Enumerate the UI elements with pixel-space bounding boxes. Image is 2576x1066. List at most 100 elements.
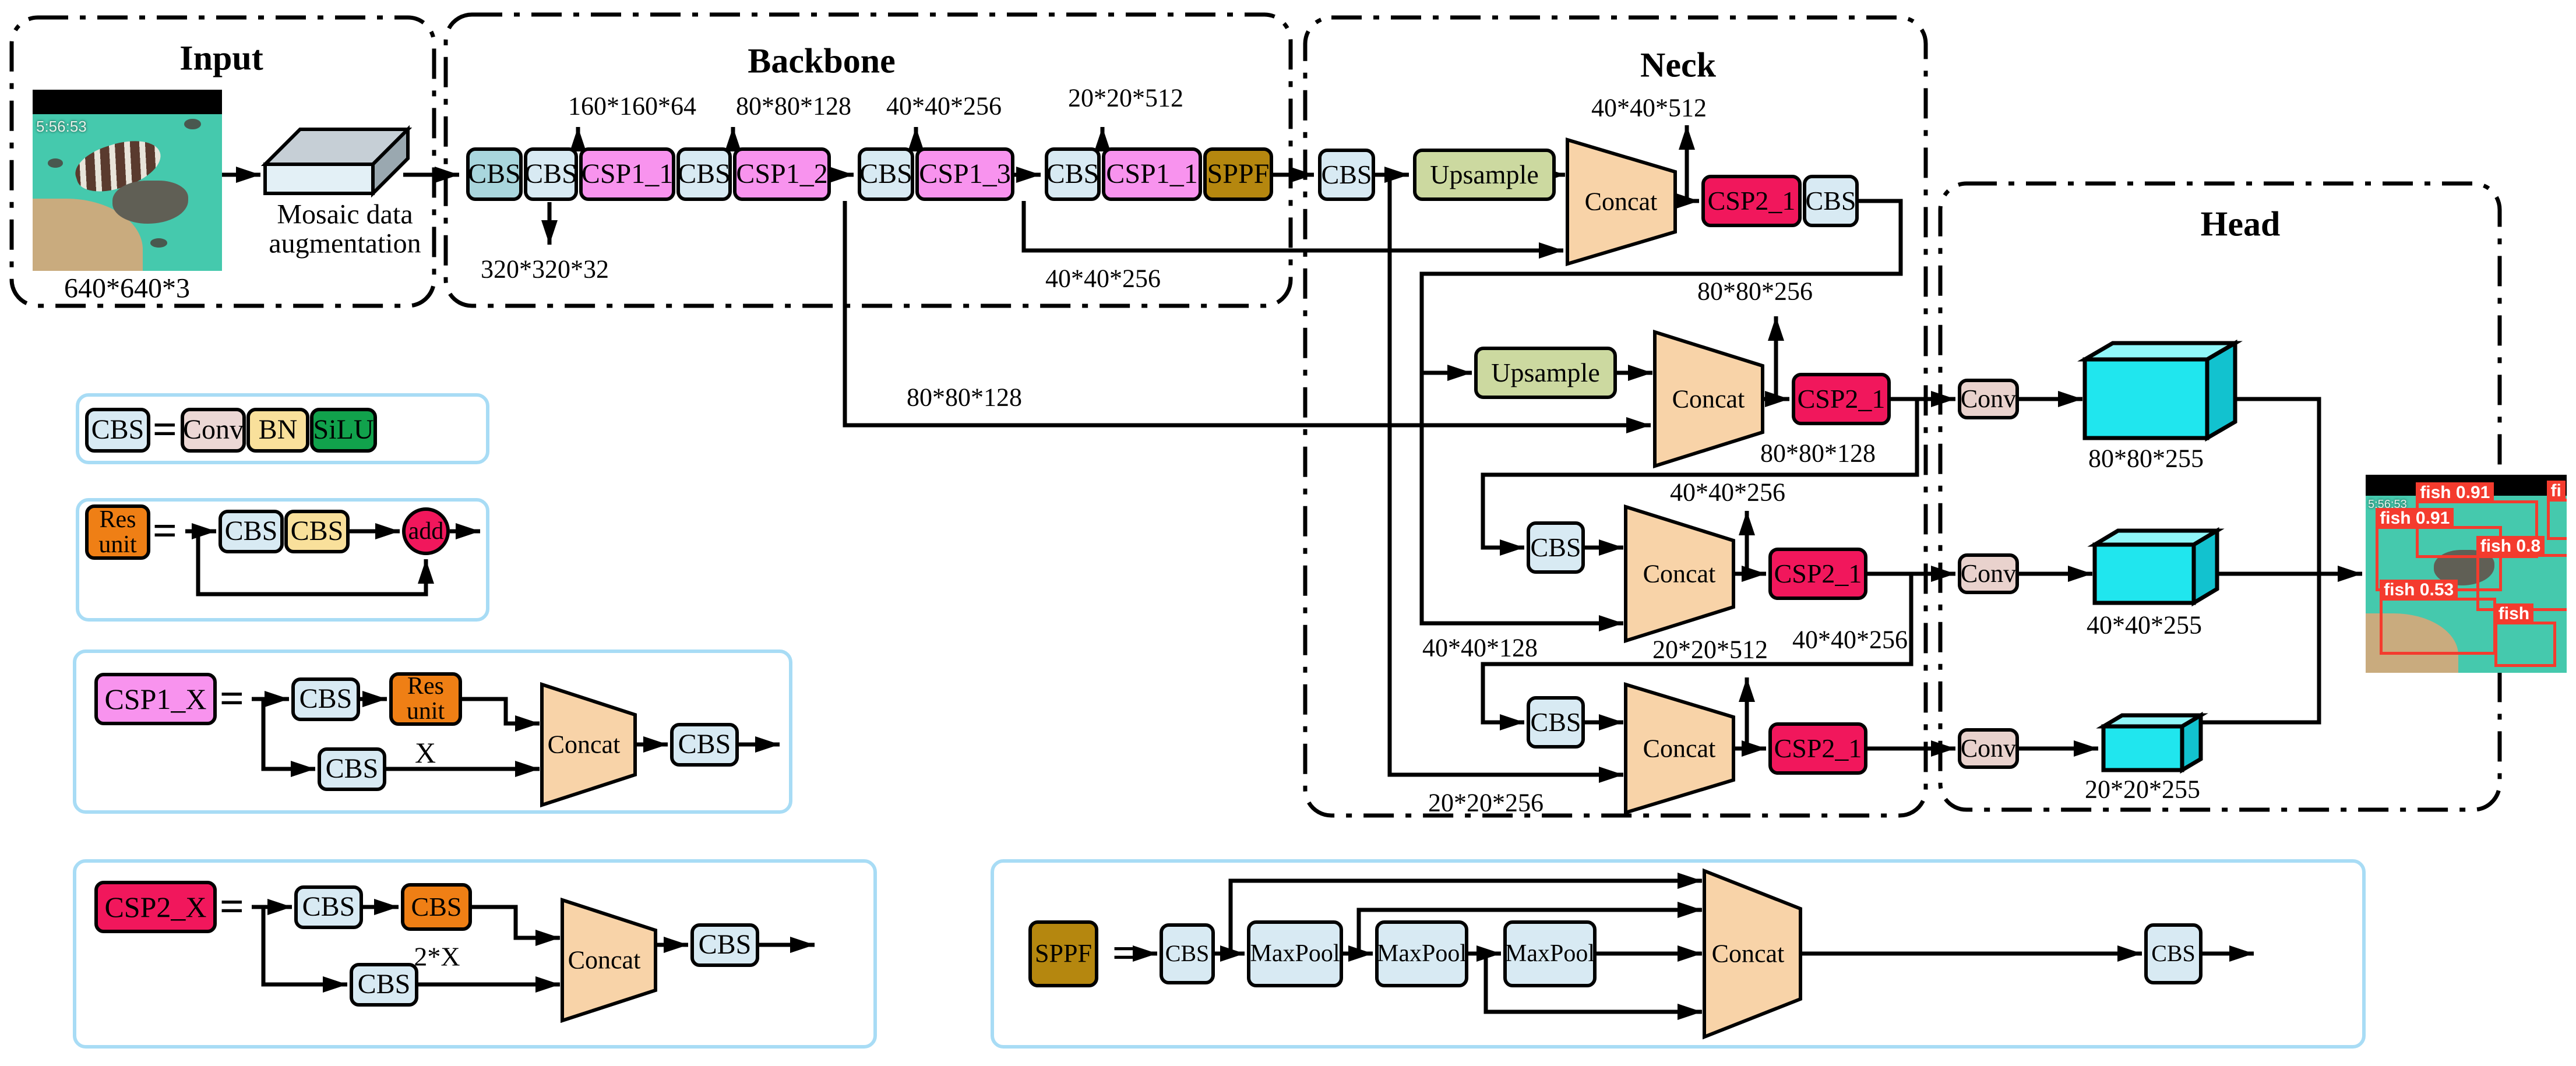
- backbone-title: Backbone: [748, 41, 896, 80]
- legend-silu: SiLU: [310, 408, 377, 453]
- dim-in-40-40-128: 40*40*128: [1422, 633, 1538, 662]
- legend-csp1-cbs3: CBS: [670, 723, 739, 767]
- neck-title: Neck: [1640, 45, 1716, 84]
- neck-row1-cbs2: CBS: [1803, 175, 1859, 227]
- legend-csp2-concat-shape: [561, 897, 657, 1023]
- legend-res-cbs1: CBS: [219, 510, 284, 553]
- legend-sppf-cbs2: CBS: [2144, 923, 2203, 984]
- neck-row3-csp2: CSP2_1: [1768, 548, 1867, 600]
- input-border: [9, 15, 436, 308]
- legend-res-lhs: Res unit: [85, 504, 150, 560]
- dim-branch-80-80-128: 80*80*128: [1760, 439, 1876, 468]
- detection-label: fish: [2494, 603, 2534, 624]
- connections: [185, 125, 2362, 1020]
- legend-sppf-concat-shape: [1703, 868, 1802, 1040]
- detection-label: fish 0.91: [2376, 508, 2454, 530]
- dim-40-40-255: 40*40*255: [2087, 610, 2202, 640]
- small-fish: [48, 158, 63, 168]
- csp2-mult-label: 2*X: [414, 941, 460, 972]
- legend-sppf-maxpool2: MaxPool: [1375, 920, 1468, 987]
- backbone-cbs-1: CBS: [466, 147, 523, 201]
- backbone-csp1-1b: CSP1_1: [1102, 147, 1202, 201]
- backbone-cbs-4: CBS: [858, 147, 914, 201]
- neck-row2-csp2: CSP2_1: [1792, 373, 1891, 425]
- legend-res-add: add: [402, 507, 450, 555]
- detection-box: fish 0.53: [2380, 579, 2496, 655]
- detection-label: fi: [2546, 480, 2566, 502]
- head-conv-1: Conv: [1958, 379, 2019, 419]
- neck-row1-csp2: CSP2_1: [1701, 175, 1802, 227]
- legend-csp2-cbs4: CBS: [690, 923, 759, 967]
- dim-up-20-20-512: 20*20*512: [1652, 635, 1768, 664]
- input-image-blackbar: [33, 90, 222, 114]
- head-title: Head: [2200, 204, 2281, 243]
- legend-csp1-lhs: CSP1_X: [94, 673, 217, 725]
- head-cubes: [2077, 339, 2243, 774]
- legend-sppf-concat-label: Concat: [1711, 939, 1785, 968]
- dim-40-40-512: 40*40*512: [1591, 93, 1707, 122]
- neck-border: [1303, 15, 1928, 818]
- output-image-timestamp: 5:56:53: [2368, 498, 2407, 511]
- legend-csp2-concat-label: Concat: [568, 945, 641, 975]
- legend-sppf-maxpool3: MaxPool: [1503, 920, 1597, 987]
- neck-concat4-label: Concat: [1643, 734, 1716, 763]
- backbone-border: [443, 12, 1293, 308]
- legend-cbs-box: [76, 393, 489, 464]
- legend-res-box: [76, 498, 489, 622]
- equals-sign: =: [152, 405, 178, 454]
- detection-box: fi: [2546, 480, 2567, 540]
- cube-40: [2092, 542, 2196, 605]
- legend-csp1-resunit: Res unit: [389, 672, 462, 726]
- neck-concat2-shape: [1653, 329, 1764, 469]
- legend-csp1-cbs2: CBS: [318, 747, 386, 791]
- input-image: 5:56:53: [33, 90, 222, 271]
- backbone-sppf: SPPF: [1203, 147, 1273, 201]
- small-fish: [184, 118, 202, 130]
- legend-conv: Conv: [181, 408, 246, 453]
- res-label-line2: unit: [98, 531, 137, 558]
- backbone-csp1-3: CSP1_3: [915, 147, 1014, 201]
- output-image: 5:56:53 fish 0.91 fish 0.91 fish 0.8 fis…: [2366, 475, 2567, 673]
- legend-sppf-maxpool1: MaxPool: [1247, 920, 1343, 987]
- backbone-cbs-2: CBS: [524, 147, 578, 201]
- dim-branch-40-40-256: 40*40*256: [1792, 625, 1908, 654]
- legend-csp1-concat-label: Concat: [547, 730, 621, 759]
- legend-csp2-lhs: CSP2_X: [94, 881, 217, 933]
- legend-csp2-cbs3: CBS: [350, 963, 418, 1007]
- detection-box: fish: [2494, 603, 2557, 667]
- dim-80-80-255: 80*80*255: [2088, 444, 2204, 473]
- dim-40-40-256: 40*40*256: [886, 91, 1002, 121]
- res-label-line1: Res: [99, 506, 136, 533]
- detection-box: fish 0.8: [2476, 536, 2567, 612]
- neck-row1-upsample: Upsample: [1413, 149, 1556, 201]
- legend-bn: BN: [246, 408, 309, 453]
- dim-80-80-256: 80*80*256: [1697, 277, 1813, 306]
- neck-row4-cbs: CBS: [1527, 696, 1585, 749]
- neck-concat1-label: Concat: [1584, 187, 1658, 216]
- legend-cbs-lhs: CBS: [85, 408, 150, 453]
- csp1-mult-label: X: [414, 736, 436, 769]
- res-label-line2: unit: [406, 698, 445, 725]
- head-conv-2: Conv: [1958, 553, 2019, 594]
- neck-concat1-shape: [1566, 137, 1677, 267]
- equals-sign: =: [219, 675, 245, 723]
- dim-320-320-32: 320*320*32: [481, 255, 609, 284]
- detection-label: fish 0.53: [2380, 579, 2458, 601]
- mosaic-label-line1: Mosaic data: [277, 199, 413, 230]
- neck-row1-cbs: CBS: [1318, 149, 1375, 201]
- concat-shapes: [540, 137, 1802, 1040]
- legend-csp2-cbs2: CBS: [401, 883, 472, 931]
- dim-up-40-40-256: 40*40*256: [1670, 478, 1785, 507]
- legend-csp1-concat-shape: [540, 682, 637, 808]
- dim-80-80-128: 80*80*128: [736, 91, 851, 121]
- dim-20-20-512: 20*20*512: [1068, 83, 1183, 112]
- backbone-csp1-1: CSP1_1: [579, 147, 675, 201]
- dim-20-20-255: 20*20*255: [2085, 775, 2200, 804]
- neck-row2-upsample: Upsample: [1474, 347, 1617, 399]
- gray-fish: [112, 180, 188, 224]
- neck-row3-cbs: CBS: [1527, 521, 1585, 574]
- legend-csp1-box: [73, 650, 792, 814]
- legend-sppf-cbs1: CBS: [1160, 923, 1215, 984]
- legend-sppf-lhs: SPPF: [1028, 920, 1098, 987]
